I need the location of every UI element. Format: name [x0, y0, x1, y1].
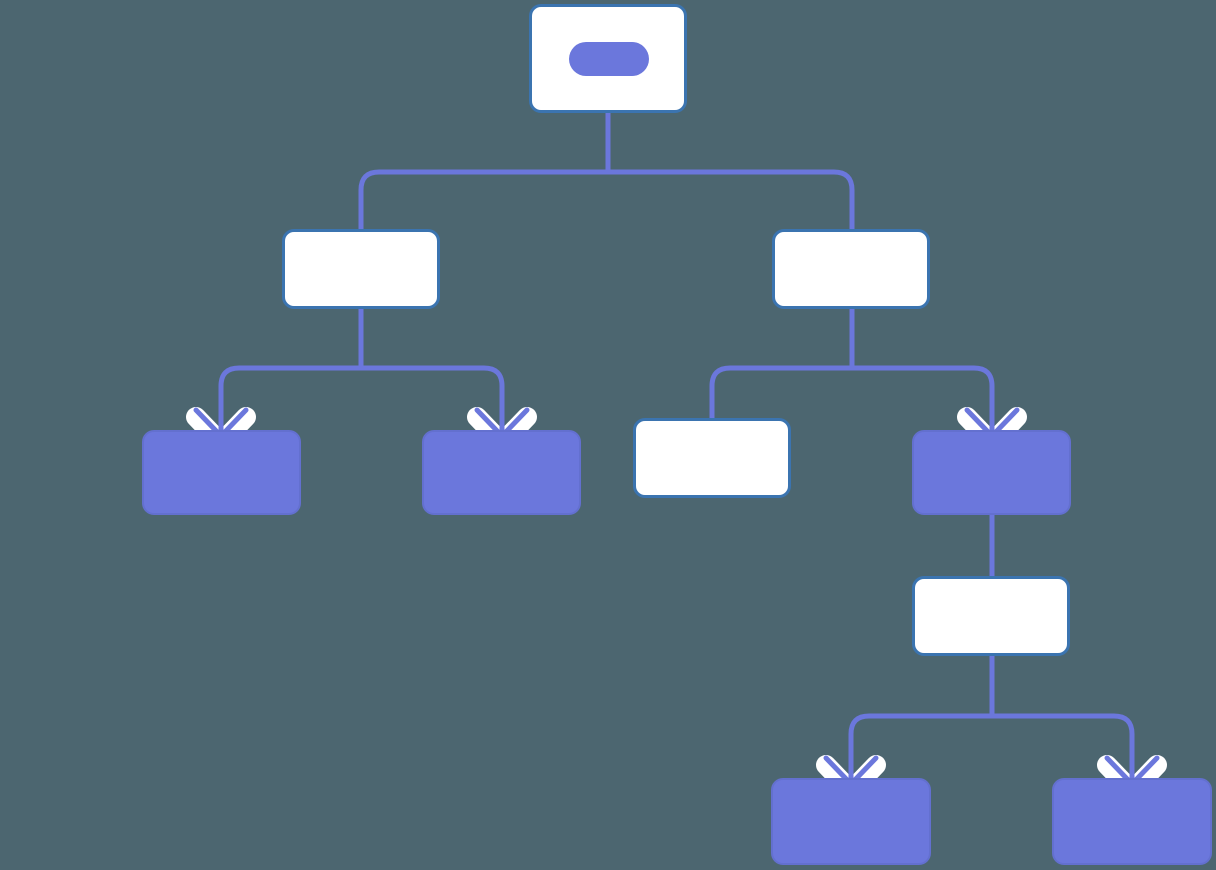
edge-root-to-left-child — [358, 169, 608, 229]
node-leaf-3-empty[interactable] — [633, 418, 791, 498]
node-root[interactable] — [529, 4, 687, 113]
node-leaf-4[interactable] — [771, 778, 931, 865]
node-leaf-2[interactable] — [422, 430, 581, 515]
edge-l3-to-child2 — [992, 713, 1135, 785]
node-sub-branch-card[interactable] — [912, 576, 1070, 656]
edge-l1right-to-child2 — [852, 365, 995, 437]
node-leaf-1[interactable] — [142, 430, 301, 515]
edge-root-to-right-child — [608, 169, 855, 229]
edge-l3-to-child1 — [848, 713, 992, 785]
node-leaf-5[interactable] — [1052, 778, 1212, 865]
edge-l1left-to-child1 — [218, 365, 361, 437]
node-right-branch[interactable] — [772, 229, 930, 309]
node-sub-branch[interactable] — [912, 430, 1071, 515]
edge-l1left-to-child2 — [361, 365, 505, 437]
node-left-branch[interactable] — [282, 229, 440, 309]
edge-l1right-to-child1 — [709, 365, 852, 418]
root-pill-icon — [569, 42, 649, 76]
